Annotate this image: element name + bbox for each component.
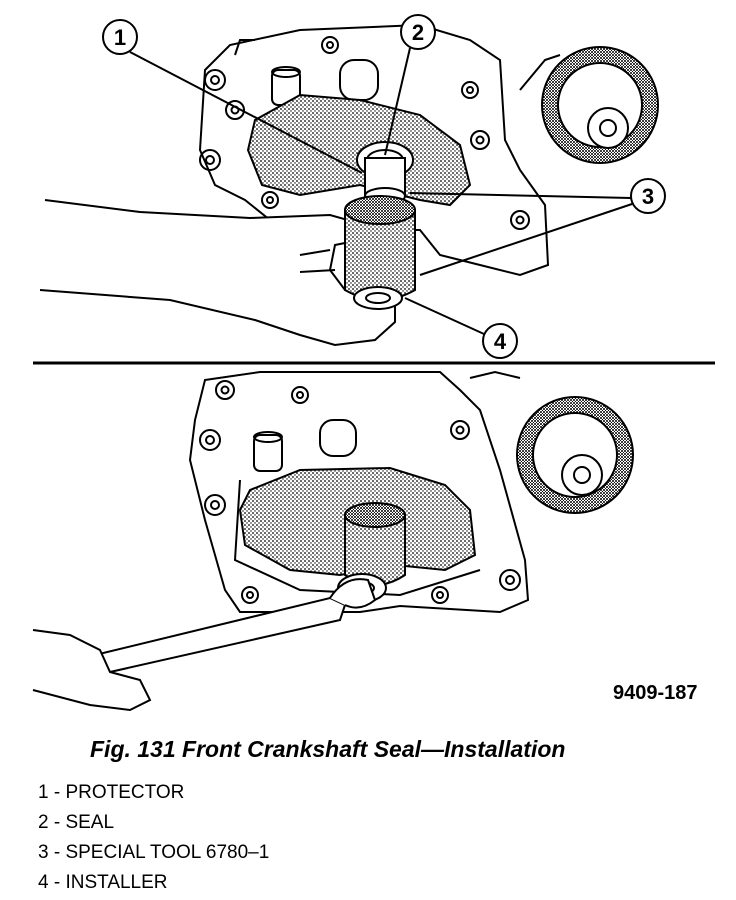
callout-2: 2 (384, 14, 436, 156)
callout-4: 4 (404, 297, 518, 359)
figure-caption: Fig. 131 Front Crankshaft Seal—Installat… (90, 736, 566, 762)
bottom-crank-sprocket (469, 370, 634, 514)
figure-code: 9409-187 (613, 682, 698, 704)
top-seal-installer-tool (344, 141, 416, 310)
callout-1: 1 (102, 19, 363, 174)
bottom-installer-tool (337, 502, 406, 603)
top-crank-sprocket (519, 46, 659, 164)
bottom-hand (32, 629, 152, 712)
legend-item-protector: 1 - PROTECTOR (38, 782, 185, 803)
figure-legend: 1 - PROTECTOR 2 - SEAL 3 - SPECIAL TOOL … (38, 780, 269, 900)
legend-item-special-tool: 3 - SPECIAL TOOL 6780–1 (38, 842, 270, 863)
callout-1-label: 1 (114, 25, 126, 50)
installation-illustration: 1 2 3 4 (32, 14, 715, 712)
top-hand (39, 199, 396, 347)
callout-3-label: 3 (642, 184, 654, 209)
callout-4-label: 4 (494, 329, 507, 354)
callout-3: 3 (409, 178, 666, 276)
callout-2-label: 2 (412, 20, 424, 45)
legend-item-installer: 4 - INSTALLER (38, 872, 168, 893)
legend-item-seal: 2 - SEAL (38, 812, 115, 833)
